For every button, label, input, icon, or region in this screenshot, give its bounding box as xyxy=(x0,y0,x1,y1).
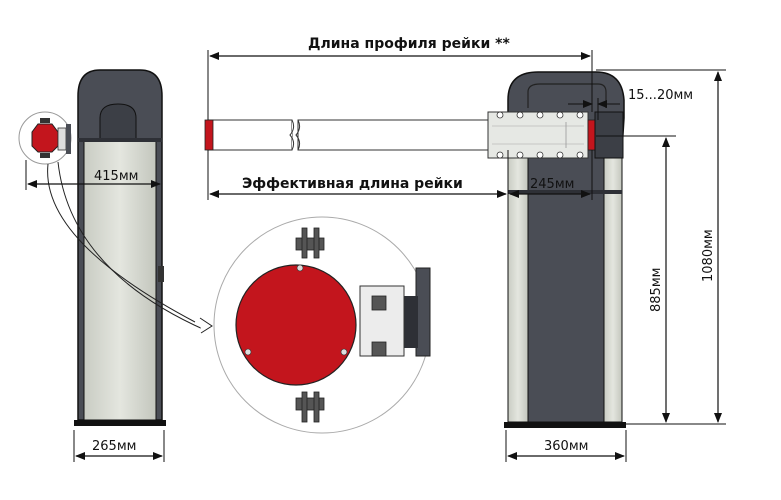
dim-415: 415мм xyxy=(25,160,161,190)
label-effective-length: Эффективная длина рейки xyxy=(242,176,463,192)
dim-360: 360мм xyxy=(505,430,627,462)
left-cabinet-foot xyxy=(74,420,166,426)
left-cabinet xyxy=(74,69,166,426)
detail-callout-large xyxy=(213,216,431,434)
label-245: 245мм xyxy=(530,177,574,192)
dim-245: 245мм xyxy=(507,150,593,200)
left-cabinet-seam xyxy=(78,138,162,142)
label-360: 360мм xyxy=(544,439,588,454)
dim-885: 885мм xyxy=(596,135,676,425)
dim-265: 265мм xyxy=(73,430,165,462)
dim-1080: 1080мм xyxy=(596,69,726,425)
boom-pivot-cap xyxy=(587,119,596,151)
label-1080: 1080мм xyxy=(701,229,716,282)
label-gap: 15...20мм xyxy=(628,88,693,103)
left-cabinet-knob xyxy=(158,266,164,282)
left-cabinet-hood xyxy=(99,103,137,141)
boom-clamp xyxy=(487,111,589,159)
boom-cap-large xyxy=(235,264,357,386)
label-profile-length: Длина профиля рейки ** xyxy=(308,36,510,52)
label-885: 885мм xyxy=(649,268,664,312)
label-415: 415мм xyxy=(94,169,138,184)
dim-effective-length: Эффективная длина рейки xyxy=(207,150,507,200)
dim-gap: 15...20мм xyxy=(568,88,693,120)
detail-callout-small xyxy=(18,111,72,165)
right-cabinet-foot xyxy=(504,422,626,428)
label-265: 265мм xyxy=(92,439,136,454)
boom-end-cap xyxy=(204,119,214,151)
boom-arm xyxy=(204,111,624,159)
boom-cap-small xyxy=(31,123,59,153)
detail-bolts xyxy=(295,227,387,423)
dim-profile-length: Длина профиля рейки ** xyxy=(207,36,593,120)
